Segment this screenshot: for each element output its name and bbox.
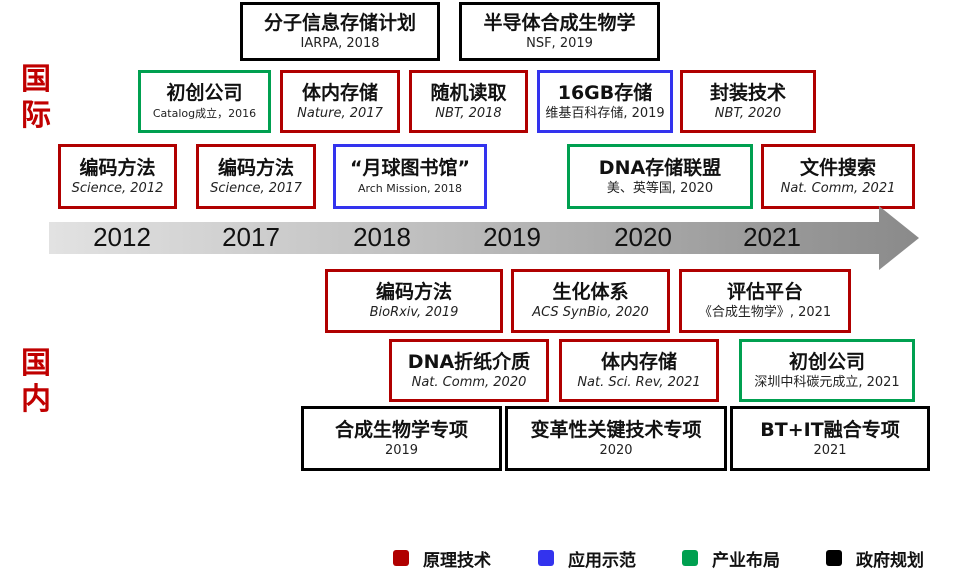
milestone-box: 编码方法 Science, 2012	[58, 144, 177, 209]
legend-swatch	[538, 550, 554, 566]
milestone-box: 随机读取 NBT, 2018	[409, 70, 528, 133]
milestone-subtitle: 《合成生物学》, 2021	[698, 305, 832, 320]
milestone-subtitle: Arch Mission, 2018	[357, 181, 463, 195]
legend-label: 原理技术	[423, 550, 491, 571]
milestone-box: 体内存储 Nat. Sci. Rev, 2021	[559, 339, 719, 402]
milestone-title: 16GB存储	[557, 81, 653, 104]
milestone-title: 文件搜索	[799, 156, 876, 179]
milestone-title: 变革性关键技术专项	[530, 418, 702, 441]
milestone-title: 随机读取	[430, 81, 507, 104]
legend-item-application: 应用示范	[538, 548, 636, 571]
milestone-title: 合成生物学专项	[334, 418, 468, 441]
milestone-title: DNA存储联盟	[598, 156, 722, 179]
legend-swatch	[393, 550, 409, 566]
year-label: 2019	[483, 222, 541, 252]
milestone-subtitle: Science, 2012	[71, 180, 164, 196]
milestone-box: BT+IT融合专项 2021	[730, 406, 930, 471]
milestone-box: “月球图书馆” Arch Mission, 2018	[333, 144, 487, 209]
milestone-subtitle: IARPA, 2018	[300, 35, 380, 51]
legend-label: 应用示范	[568, 550, 636, 571]
milestone-box: 变革性关键技术专项 2020	[505, 406, 727, 471]
milestone-subtitle: 2021	[813, 442, 847, 458]
milestone-subtitle: Nature, 2017	[297, 105, 383, 121]
milestone-box: DNA存储联盟 美、英等国, 2020	[567, 144, 753, 209]
legend-label: 产业布局	[712, 550, 780, 571]
milestone-title: 分子信息存储计划	[263, 11, 416, 34]
milestone-subtitle: 2020	[599, 442, 633, 458]
legend-item-principle: 原理技术	[393, 548, 491, 571]
intl-label: 国际	[21, 62, 51, 133]
milestone-subtitle: BioRxiv, 2019	[369, 305, 459, 320]
milestone-box: 文件搜索 Nat. Comm, 2021	[761, 144, 915, 209]
milestone-title: 评估平台	[726, 281, 803, 303]
legend-item-industry: 产业布局	[682, 548, 780, 571]
milestone-title: 生化体系	[552, 281, 629, 303]
milestone-subtitle: 2019	[384, 442, 419, 458]
milestone-box: 16GB存储 维基百科存储, 2019	[537, 70, 673, 133]
year-label: 2021	[743, 222, 801, 252]
milestone-box: 初创公司 深圳中科碳元成立, 2021	[739, 339, 915, 402]
milestone-title: 编码方法	[217, 156, 294, 179]
milestone-box: 评估平台 《合成生物学》, 2021	[679, 269, 851, 333]
milestone-title: 初创公司	[166, 81, 243, 104]
milestone-subtitle: Science, 2017	[210, 180, 302, 196]
domestic-label: 国内	[21, 346, 51, 417]
milestone-title: BT+IT融合专项	[760, 418, 900, 441]
milestone-box: 编码方法 BioRxiv, 2019	[325, 269, 503, 333]
year-label: 2012	[93, 222, 151, 252]
milestone-title: 编码方法	[79, 156, 156, 179]
milestone-subtitle: Nat. Comm, 2020	[411, 374, 527, 390]
milestone-title: 封装技术	[709, 81, 786, 104]
milestone-subtitle: 维基百科存储, 2019	[545, 105, 665, 121]
milestone-title: 体内存储	[600, 350, 677, 373]
milestone-subtitle: 美、英等国, 2020	[606, 180, 714, 196]
milestone-box: 半导体合成生物学 NSF, 2019	[459, 2, 660, 61]
legend-label: 政府规划	[856, 550, 924, 571]
milestone-subtitle: ACS SynBio, 2020	[532, 305, 649, 320]
milestone-box: 初创公司 Catalog成立，2016	[138, 70, 271, 133]
milestone-subtitle: 深圳中科碳元成立, 2021	[754, 374, 900, 390]
milestone-box: 体内存储 Nature, 2017	[280, 70, 400, 133]
milestone-subtitle: NSF, 2019	[526, 35, 593, 51]
milestone-box: 生化体系 ACS SynBio, 2020	[511, 269, 670, 333]
milestone-subtitle: NBT, 2020	[714, 105, 782, 121]
year-label: 2017	[222, 222, 280, 252]
milestone-title: 初创公司	[788, 350, 865, 373]
milestone-box: 分子信息存储计划 IARPA, 2018	[240, 2, 440, 61]
milestone-subtitle: Catalog成立，2016	[152, 106, 257, 120]
milestone-box: 合成生物学专项 2019	[301, 406, 502, 471]
milestone-subtitle: NBT, 2018	[435, 105, 502, 121]
legend-swatch	[826, 550, 842, 566]
milestone-subtitle: Nat. Comm, 2021	[780, 180, 896, 196]
milestone-box: 封装技术 NBT, 2020	[680, 70, 816, 133]
year-label: 2018	[353, 222, 411, 252]
year-label: 2020	[614, 222, 672, 252]
milestone-title: 半导体合成生物学	[483, 11, 636, 34]
milestone-title: 体内存储	[301, 81, 378, 104]
milestone-title: “月球图书馆”	[350, 156, 470, 179]
milestone-title: DNA折纸介质	[407, 350, 531, 373]
timeline-arrow	[49, 206, 919, 270]
milestone-subtitle: Nat. Sci. Rev, 2021	[577, 374, 701, 390]
milestone-box: 编码方法 Science, 2017	[196, 144, 316, 209]
legend-item-government: 政府规划	[826, 548, 924, 571]
legend-swatch	[682, 550, 698, 566]
milestone-box: DNA折纸介质 Nat. Comm, 2020	[389, 339, 549, 402]
milestone-title: 编码方法	[375, 281, 452, 303]
